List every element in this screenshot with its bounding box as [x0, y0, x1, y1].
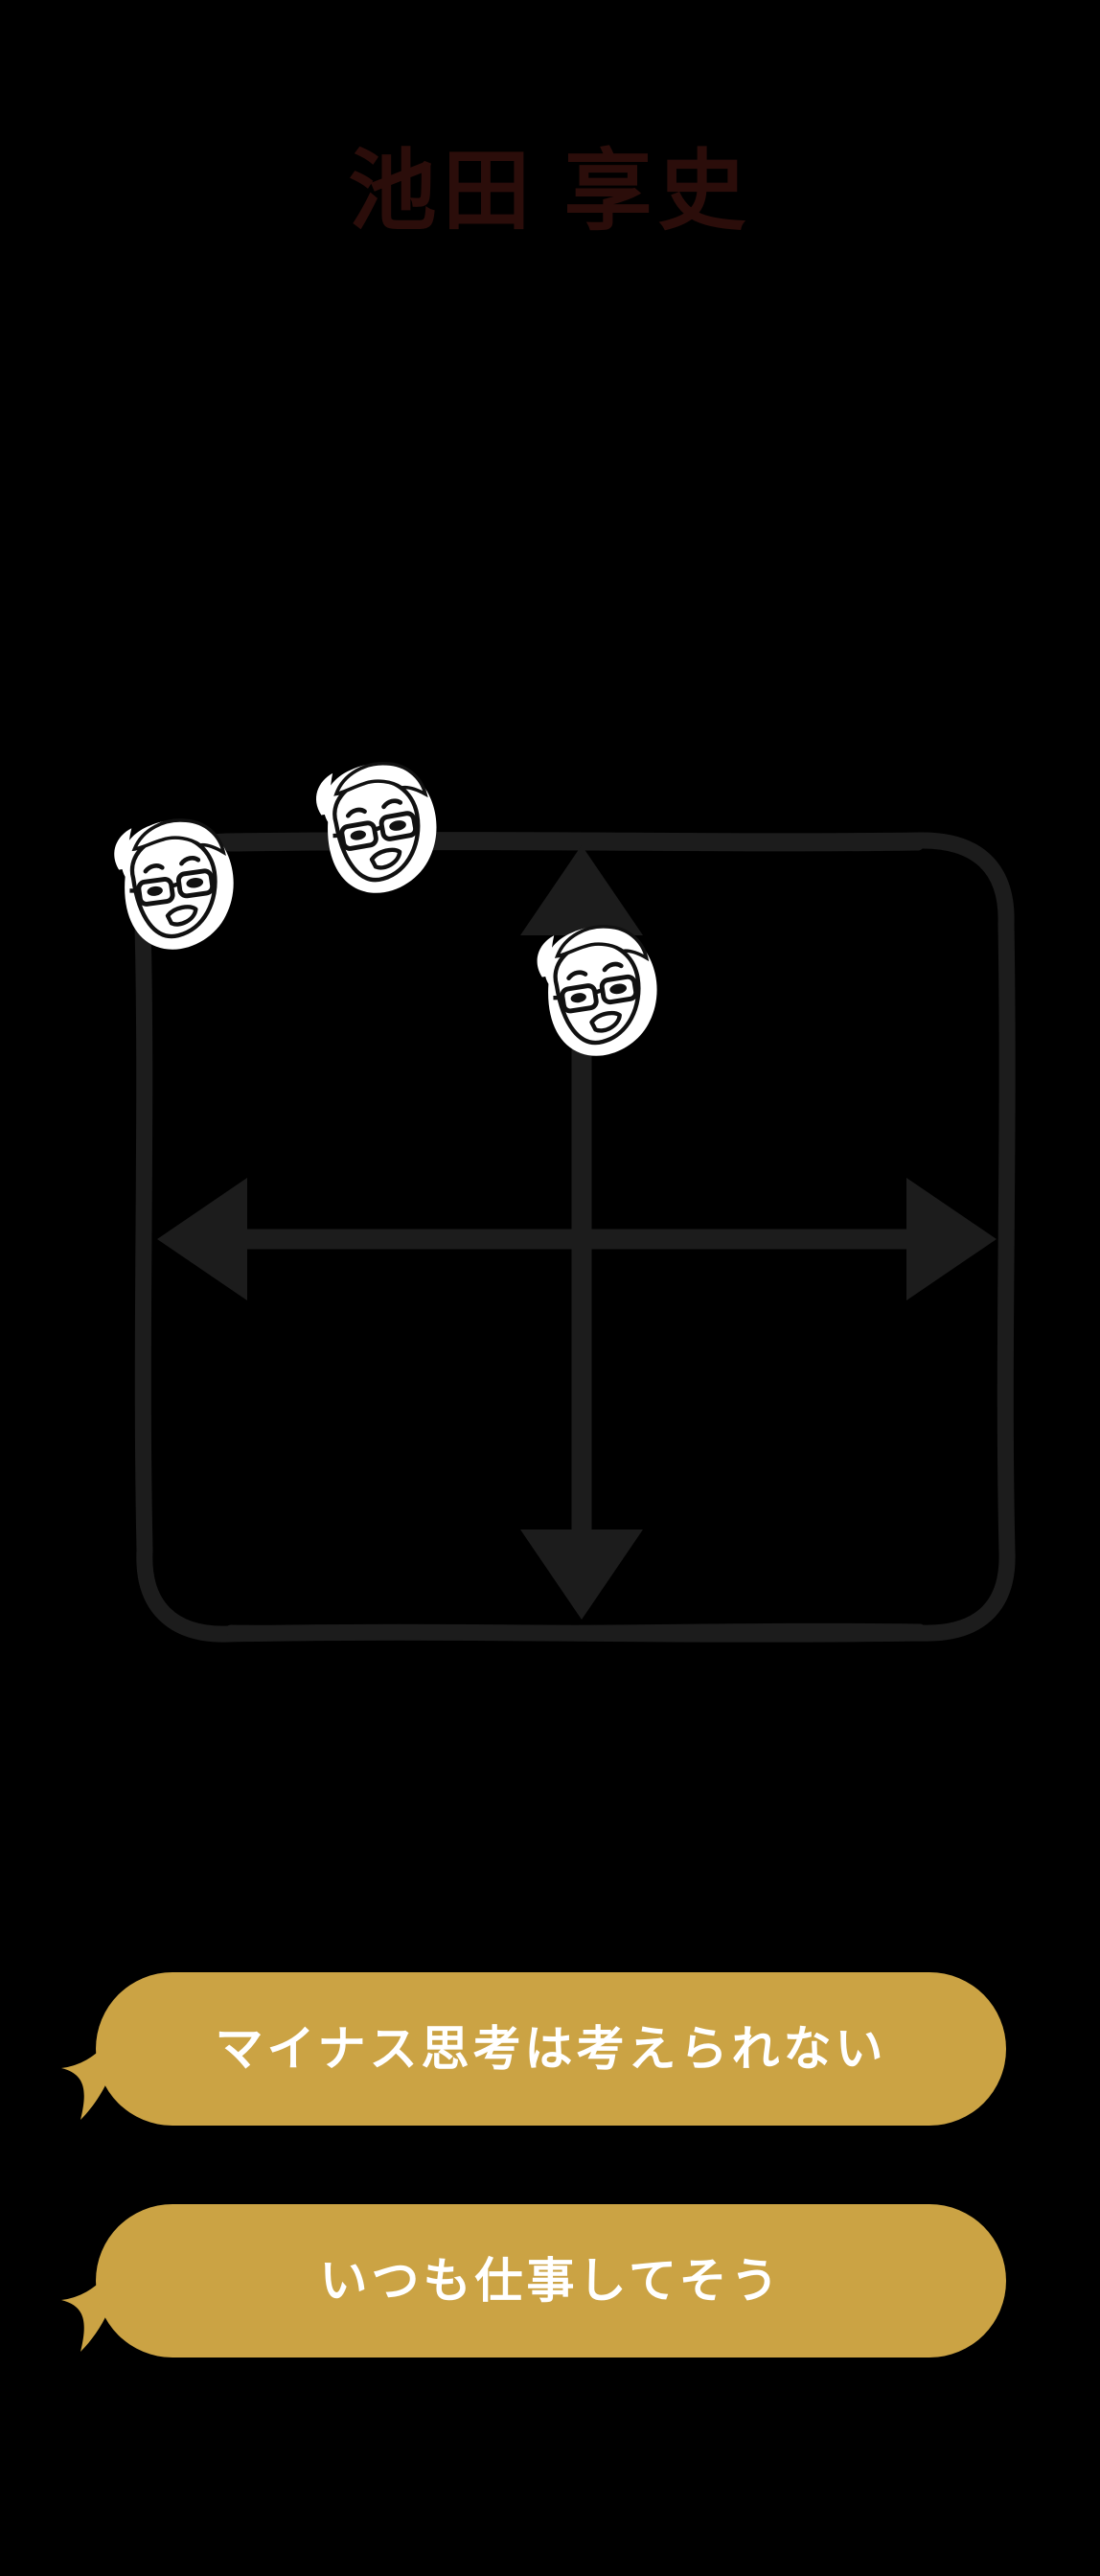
comment-bubble-1[interactable]: マイナス思考は考えられない: [96, 1972, 1006, 2126]
arrow-right-icon: [906, 1178, 997, 1300]
face-avatar-marker-3[interactable]: [508, 905, 688, 1085]
face-avatar-icon: [537, 925, 657, 1056]
comment-bubble-row: いつも仕事してそう: [0, 2204, 1100, 2377]
comment-bubble-row: マイナス思考は考えられない: [0, 1972, 1100, 2145]
page-title: 池田 享史: [348, 143, 752, 241]
glasses-icon: [553, 974, 639, 1014]
face-avatar-icon: [114, 818, 234, 950]
glasses-icon: [332, 811, 419, 851]
face-avatar-marker-2[interactable]: [286, 741, 469, 923]
comment-bubble-1-text: マイナス思考は考えられない: [215, 2022, 887, 2076]
arrow-down-icon: [520, 1530, 643, 1620]
glasses-icon: [129, 868, 216, 907]
horizontal-axis: [157, 1178, 997, 1300]
comment-bubble-2[interactable]: いつも仕事してそう: [96, 2204, 1006, 2358]
face-avatar-marker-1[interactable]: [85, 799, 263, 977]
face-avatar-icon: [316, 762, 437, 893]
arrow-up-icon: [520, 845, 643, 935]
comment-bubble-list: マイナス思考は考えられない いつも仕事してそう: [0, 1972, 1100, 2436]
page-title-container: 池田 享史: [0, 143, 1100, 241]
arrow-left-icon: [157, 1178, 247, 1300]
comment-bubble-2-text: いつも仕事してそう: [319, 2254, 783, 2308]
